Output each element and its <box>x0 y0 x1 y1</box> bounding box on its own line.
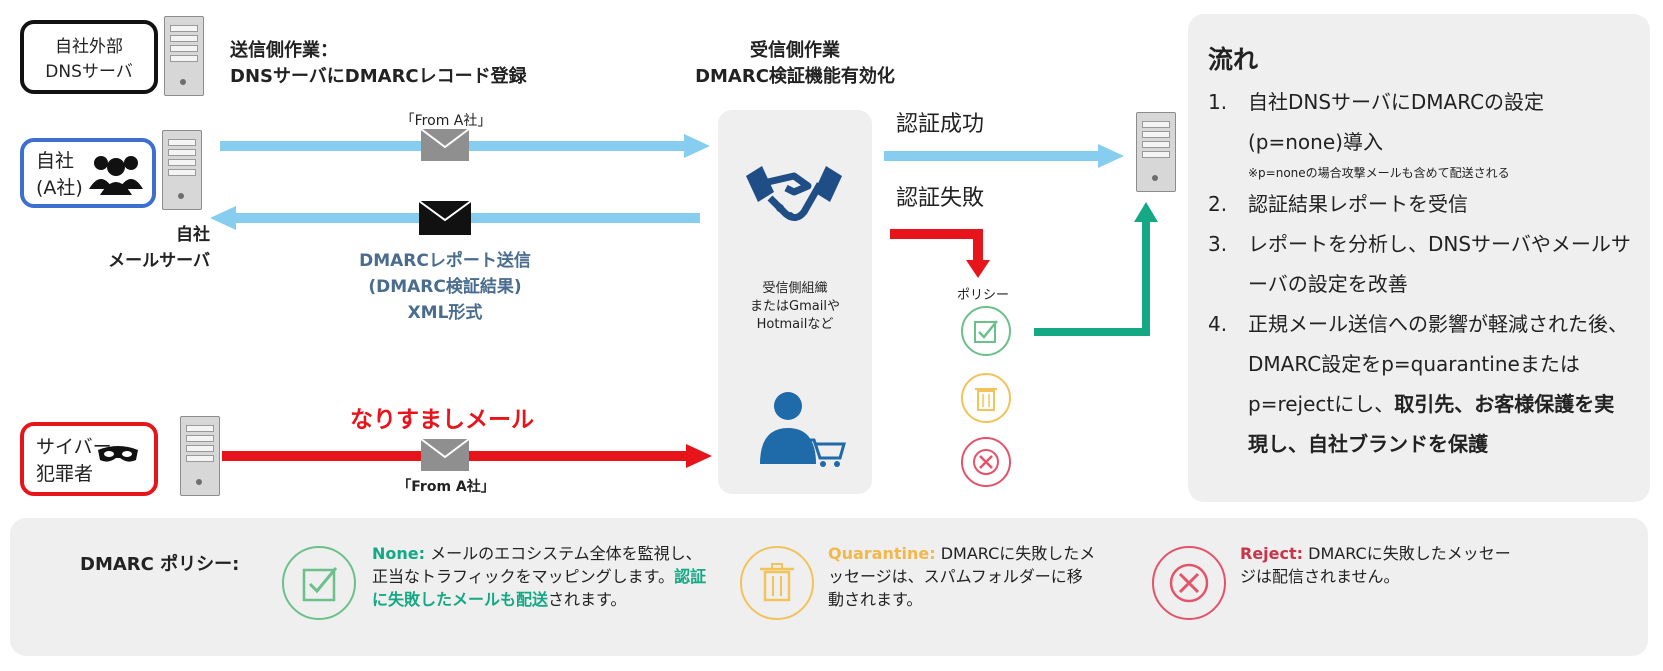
reject-policy-icon <box>961 437 1011 487</box>
flow-text-1: 自社DNSサーバにDMARCの設定(p=none)導入 <box>1248 90 1545 154</box>
flow-note-1: ※p=noneの場合攻撃メールも含めて配送される <box>1248 166 1510 180</box>
dns-box-line1: 自社外部 <box>55 37 123 57</box>
gray-envelope-icon <box>420 128 470 161</box>
none-policy-icon <box>961 306 1011 356</box>
none-icon-large <box>282 546 356 620</box>
self-mail-server-label: 自社 メールサーバ <box>108 225 210 271</box>
flow-text-4-plain: 正規メール送信への影響が軽減された後、DMARC設定をp=quarantineま… <box>1248 312 1628 416</box>
report-label: DMARCレポート送信 (DMARC検証結果) XML形式 <box>359 251 531 323</box>
gray-envelope-spoof-icon <box>420 438 470 471</box>
receiver-server-icon <box>1136 112 1176 192</box>
auth-fail-arrow <box>890 229 990 278</box>
black-envelope-icon <box>418 200 472 235</box>
mail-from-label-top: 「From A社」 <box>400 113 492 129</box>
quarantine-policy-name: Quarantine: <box>828 544 936 563</box>
reject-policy-name: Reject: <box>1240 544 1304 563</box>
self-company-box: 自社 (A社) <box>20 138 156 208</box>
dns-server-icon <box>164 16 204 96</box>
auth-success-label: 認証成功 <box>896 112 985 137</box>
none-policy-name: None: <box>372 544 426 563</box>
policy-panel: DMARC ポリシー: None: メールのエコシステム全体を監視し、正当なトラ… <box>10 518 1648 656</box>
flow-num-4: 4. <box>1208 312 1228 336</box>
mail-from-label-bottom: 「From A社」 <box>397 479 495 495</box>
quarantine-policy-desc: Quarantine: DMARCに失敗したメッセージは、スパムフォルダーに移動… <box>828 544 1096 609</box>
auth-success-arrow <box>884 144 1124 168</box>
policy-label: ポリシー <box>957 288 1010 303</box>
auth-fail-label: 認証失敗 <box>896 186 985 211</box>
flow-text-2: 認証結果レポートを受信 <box>1248 192 1468 216</box>
flow-num-3: 3. <box>1208 232 1228 256</box>
none-policy-highlight: 認証に失敗したメールも配送 <box>372 567 707 609</box>
none-policy-desc: None: メールのエコシステム全体を監視し、正当なトラフィックをマッピングしま… <box>372 544 707 609</box>
dns-box-line2: DNSサーバ <box>45 62 133 82</box>
sender-task-heading: 送信側作業： DNSサーバにDMARCレコード登録 <box>230 40 527 87</box>
mask-icon <box>98 446 138 462</box>
cyber-box-line2: 犯罪者 <box>36 463 94 485</box>
self-mail-server-icon <box>162 130 202 210</box>
cyber-server-icon <box>180 416 220 496</box>
policy-pass-arrow <box>1034 202 1158 336</box>
flow-text-4: 正規メール送信への影響が軽減された後、DMARC設定をp=quarantineま… <box>1248 304 1633 464</box>
reject-policy-desc: Reject: DMARCに失敗したメッセージは配信されません。 <box>1240 544 1511 586</box>
handshake-icon <box>746 166 842 221</box>
flow-text-4-bold: 取引先、お客様保護を実現し、自社ブランドを保護 <box>1248 392 1615 456</box>
flow-num-1: 1. <box>1208 90 1228 114</box>
receiver-label: 受信側組織 またはGmailや Hotmailなど <box>750 281 840 332</box>
quarantine-policy-icon <box>961 373 1011 423</box>
quarantine-icon-large <box>740 546 814 620</box>
flow-title: 流れ <box>1208 45 1259 74</box>
self-box-line1: 自社 <box>36 150 75 172</box>
self-box-line2: (A社) <box>36 177 83 199</box>
dns-server-box: 自社外部 DNSサーバ <box>20 20 158 94</box>
user-shopping-icon <box>760 392 846 467</box>
people-group-icon <box>88 156 143 195</box>
cyber-box-line1: サイバー <box>36 436 112 458</box>
flow-text-3: レポートを分析し、DNSサーバやメールサーバの設定を改善 <box>1248 232 1631 296</box>
policy-heading: DMARC ポリシー: <box>80 554 240 575</box>
receiver-task-heading: 受信側作業 DMARC検証機能有効化 <box>695 40 895 87</box>
reject-icon-large <box>1152 546 1226 620</box>
spoof-mail-label: なりすましメール <box>350 407 534 433</box>
flow-num-2: 2. <box>1208 192 1228 216</box>
flow-panel: 流れ 1. 自社DNSサーバにDMARCの設定(p=none)導入 ※p=non… <box>1188 14 1650 502</box>
